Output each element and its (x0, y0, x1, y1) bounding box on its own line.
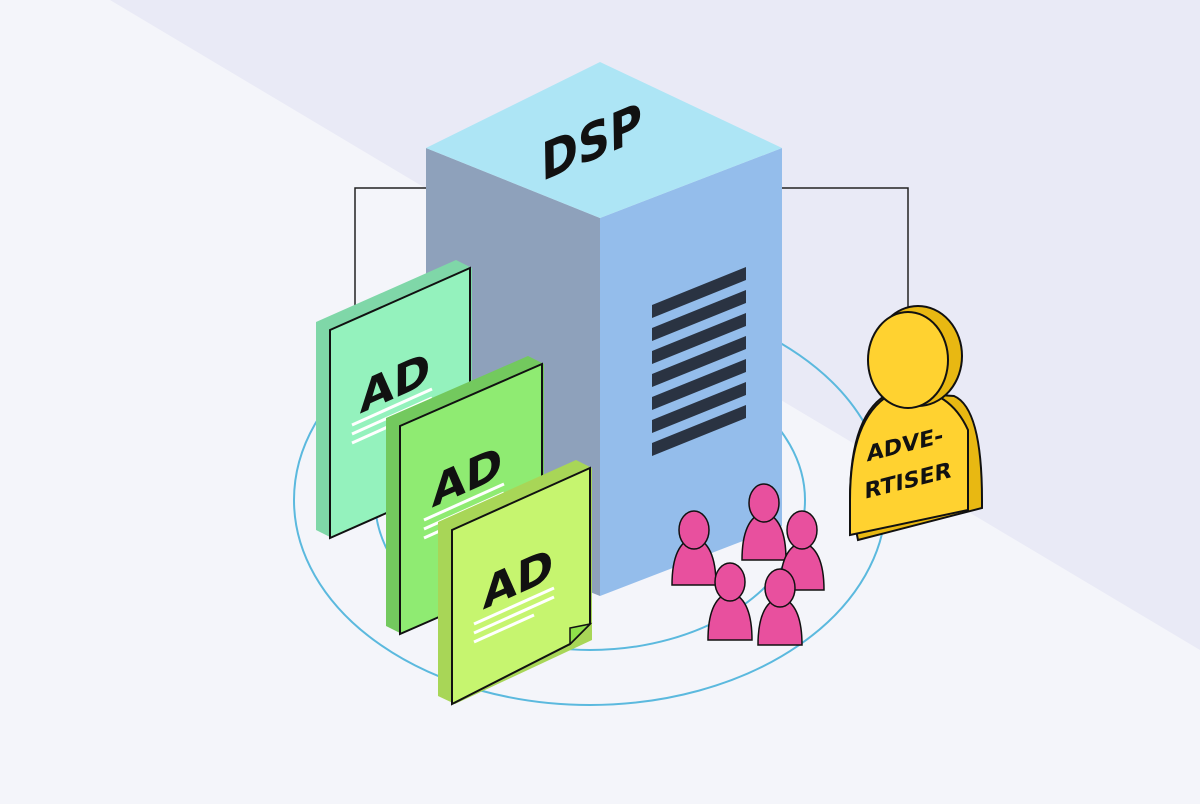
server-vent (652, 267, 746, 456)
audience-person-5 (757, 568, 803, 646)
ad-card-3: AD (438, 460, 593, 706)
audience-person-2 (741, 483, 787, 561)
server-top-face (426, 62, 782, 218)
ad-card-3-text-lines (473, 586, 555, 644)
audience-group-icon (671, 483, 825, 646)
ad-card-3-fold (569, 622, 593, 646)
advertiser-head (867, 311, 949, 409)
audience-person-4 (707, 562, 753, 641)
server-right-face (600, 148, 782, 596)
connector-line-left (354, 187, 436, 355)
advertiser-person-icon: ADVE- RTISER (848, 305, 983, 542)
connector-line-right (768, 187, 909, 352)
audience-person-1 (671, 510, 717, 586)
